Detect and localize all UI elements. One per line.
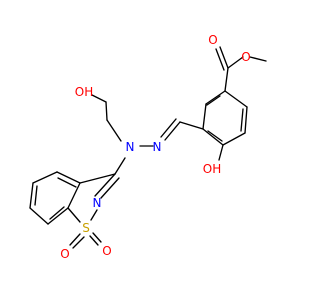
sulfonyl-oxygen-right: O <box>102 244 111 258</box>
bond-ring-6 <box>224 90 248 108</box>
bond-s-o-left-b <box>72 236 85 249</box>
bond-carbonyl-ring <box>224 67 229 92</box>
sulfonyl-oxygen-left: O <box>60 247 69 261</box>
bond-carbonyl-o-double-b <box>215 48 225 71</box>
bond-ring-1-inner <box>206 95 221 106</box>
bond-o-carbonyl <box>227 56 244 69</box>
bond-n-ch2 <box>106 119 122 142</box>
ester-ether-oxygen: O <box>241 50 250 64</box>
hydrazone-tertiary-nitrogen: N <box>126 140 135 154</box>
ester-carbonyl-oxygen: O <box>208 33 217 47</box>
bond-ring-ch <box>179 121 204 130</box>
bond-c3a-c3 <box>79 173 116 184</box>
bond-ring-1 <box>205 90 226 105</box>
bond-benzo-3 <box>29 182 34 209</box>
bond-benzo-2 <box>32 171 58 184</box>
bond-benzo-1 <box>56 171 81 184</box>
bond-ring-5-inner <box>240 108 244 132</box>
bond-ring-3 <box>202 128 224 146</box>
bond-ring-phenol <box>218 144 224 161</box>
hydrazone-imine-nitrogen: N <box>153 140 162 154</box>
isothiazole-nitrogen: N <box>93 196 102 210</box>
bond-s-o-right-b <box>92 232 102 243</box>
hydroxyethyl-oh: OH <box>75 85 93 99</box>
sulfur-atom: S <box>82 221 90 235</box>
phenol-oh: OH <box>203 162 221 176</box>
bond-ring-2 <box>202 103 207 130</box>
bond-ch-n-a <box>164 121 181 141</box>
bond-ring-5 <box>244 106 248 134</box>
bond-ch2-ch2 <box>105 101 108 121</box>
bond-c3-n-a <box>94 173 116 197</box>
bond-ring-4 <box>222 132 246 146</box>
bond-n-c3 <box>114 157 126 175</box>
bond-benzo-5 <box>47 207 69 225</box>
bond-benzo-4 <box>29 207 49 225</box>
bond-n-s <box>90 209 98 221</box>
bond-s-c7a <box>67 207 81 223</box>
bond-ch-n-b <box>160 118 177 138</box>
structure-canvas: O O OH N N OH N S O O <box>29 33 267 261</box>
bonds <box>29 46 267 249</box>
bond-s-o-right-a <box>89 235 99 246</box>
bond-s-o-left-a <box>69 233 81 246</box>
bond-c3-n-b <box>100 177 120 199</box>
atom-labels: O O OH N N OH N S O O <box>60 33 250 261</box>
bond-benzo-3-inner <box>34 185 38 206</box>
bond-benzo-1-inner <box>57 177 77 188</box>
bond-carbonyl-o-double-a <box>219 46 229 69</box>
chemical-structure: O O OH N N OH N S O O <box>29 33 267 261</box>
bond-methyl-o <box>249 56 267 62</box>
bond-ring-3-inner <box>207 130 223 142</box>
bond-c7a-c3a <box>67 182 81 209</box>
bond-ch2-oh <box>91 94 107 103</box>
bond-benzo-5-inner <box>49 206 65 220</box>
